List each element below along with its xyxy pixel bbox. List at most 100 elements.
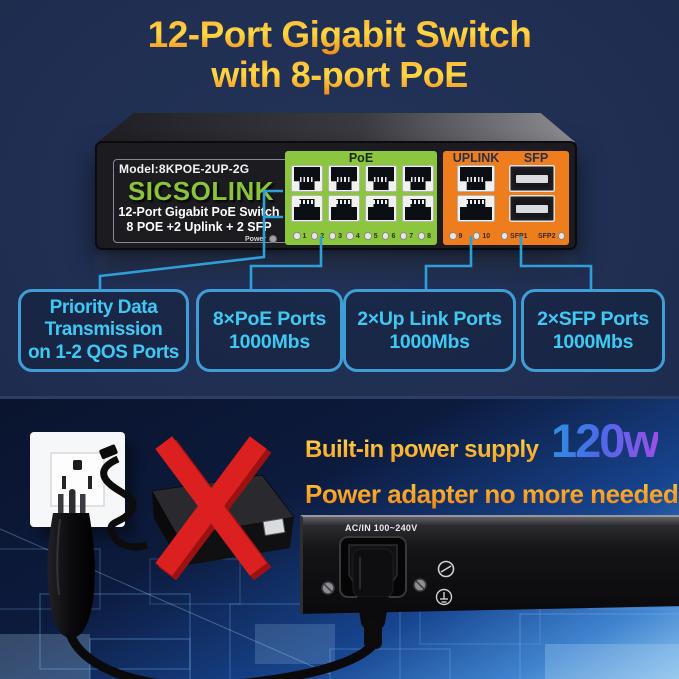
poe-led-row: 1 2 3 4 5 6 7 8 [293, 229, 431, 243]
switch-reflection [95, 252, 577, 278]
led-label: 10 [482, 232, 491, 240]
section-divider [0, 396, 679, 399]
uplink-port-10 [457, 195, 495, 222]
rj45-pins-icon [462, 200, 490, 204]
title-line-2: with 8-port PoE [0, 55, 679, 96]
device-description-line1: 12-Port Gigabit PoE Switch [118, 205, 280, 219]
led-dot [417, 232, 426, 240]
page-title: 12-Port Gigabit Switch with 8-port PoE [0, 14, 679, 96]
rj45-pins-icon [295, 200, 319, 204]
led-dot [364, 232, 372, 240]
poe-port-1 [291, 165, 323, 192]
red-cross-icon [155, 436, 272, 581]
rj45-pins-icon [369, 200, 393, 204]
led-label: 1 [302, 232, 307, 240]
rear-panel-details [321, 536, 455, 649]
power-illustration [30, 432, 380, 679]
model-number: Model:8KPOE-2UP-2G [119, 162, 250, 176]
led-label: 6 [391, 232, 396, 240]
poe-port-5 [365, 165, 397, 192]
callout-text: 1000Mbs [229, 330, 310, 353]
screw-icon [413, 578, 427, 592]
callout-text: 2×Up Link Ports [357, 307, 502, 330]
led-dot [472, 232, 481, 240]
uplink-sfp-led-row: 9 10 SFP1 SFP2 [449, 229, 565, 243]
callout-text: 2×SFP Ports [537, 307, 649, 330]
uplink-sfp-section: UPLINK SFP 9 10 SFP1 SFP2 [443, 151, 569, 245]
poe-port-7 [402, 165, 434, 192]
callout-poe-ports: 8×PoE Ports 1000Mbs [196, 289, 343, 372]
wattage-value: 120w [551, 414, 660, 467]
callout-text: 1000Mbs [389, 330, 470, 353]
callout-text: on 1-2 QOS Ports [28, 341, 179, 363]
callout-sfp-ports: 2×SFP Ports 1000Mbs [521, 289, 665, 372]
adapter-cable-coil [100, 455, 149, 551]
sfp-section-label: SFP [523, 151, 549, 165]
led-dot [310, 232, 319, 240]
led-label: 5 [373, 232, 378, 240]
led-dot [381, 232, 390, 240]
rj45-pins-icon [336, 177, 352, 183]
rj45-pins-icon [373, 177, 389, 183]
poe-port-6 [365, 195, 397, 222]
device-description-line2: 8 POE +2 Uplink + 2 SFP [126, 220, 272, 234]
plug-prong-right [80, 494, 86, 518]
led-dot [346, 232, 354, 240]
callout-text: 8×PoE Ports [212, 307, 327, 330]
poe-port-4 [328, 195, 360, 222]
plug-prong-left [58, 494, 64, 518]
poe-port-8 [402, 195, 434, 222]
plug-prong-ground [69, 489, 76, 517]
power-led-label: Power [245, 235, 267, 243]
ac-input-label: AC/IN 100~240V [345, 523, 418, 533]
outlet-ground-hole [73, 460, 82, 470]
led-dot [399, 232, 408, 240]
rj45-pins-icon [406, 200, 430, 204]
rj45-pins-icon [332, 200, 356, 204]
adapter-dc-connector [99, 444, 118, 460]
led-dot [328, 232, 337, 240]
poe-port-3 [328, 165, 360, 192]
led-label: 8 [427, 232, 431, 240]
no-adapter-subline: Power adapter no more needed [305, 479, 679, 509]
led-dot [500, 232, 509, 240]
led-dot [293, 232, 301, 240]
led-dot [557, 232, 565, 240]
led-label: 3 [338, 232, 342, 240]
callout-text: 1000Mbs [552, 330, 634, 353]
builtin-power-headline: Built-in power supply [305, 436, 539, 463]
led-label: 7 [409, 232, 414, 240]
screw-icon [321, 581, 335, 595]
rj45-pins-icon [299, 177, 315, 183]
uplink-port-9 [457, 165, 495, 192]
outlet-slot-left [62, 476, 66, 489]
screw-symbol-icon [437, 560, 455, 578]
led-label: SFP1 [510, 232, 528, 240]
led-label: SFP2 [537, 232, 556, 240]
poe-port-2 [291, 195, 323, 222]
callout-text: Transmission [44, 319, 163, 341]
switch-front-panel: Model:8KPOE-2UP-2G SICSOLINK 12-Port Gig… [95, 141, 577, 250]
callout-uplink-ports: 2×Up Link Ports 1000Mbs [343, 289, 516, 372]
title-line-1: 12-Port Gigabit Switch [0, 14, 679, 55]
ground-symbol-icon [435, 588, 453, 606]
led-label: 9 [458, 232, 463, 240]
outlet-slot-right [88, 476, 92, 489]
uplink-section-label: UPLINK [452, 151, 500, 165]
sfp-slot-2 [509, 195, 555, 222]
power-led-dot [269, 235, 278, 243]
poe-section: PoE 1 2 3 4 5 6 7 8 [285, 151, 437, 245]
brand-logo: SICSOLINK [127, 176, 275, 206]
adapter-output-port [262, 518, 286, 536]
tech-pattern-background [0, 528, 679, 679]
led-dot [449, 232, 457, 240]
callout-qos: Priority Data Transmission on 1-2 QOS Po… [18, 289, 189, 372]
power-cable [66, 631, 380, 679]
inserted-plug [352, 548, 394, 649]
rj45-pins-icon [410, 177, 426, 183]
led-label: 2 [320, 232, 325, 240]
rj45-pins-icon [467, 177, 485, 183]
led-label: 4 [355, 232, 360, 240]
poe-section-label: PoE [348, 151, 374, 165]
